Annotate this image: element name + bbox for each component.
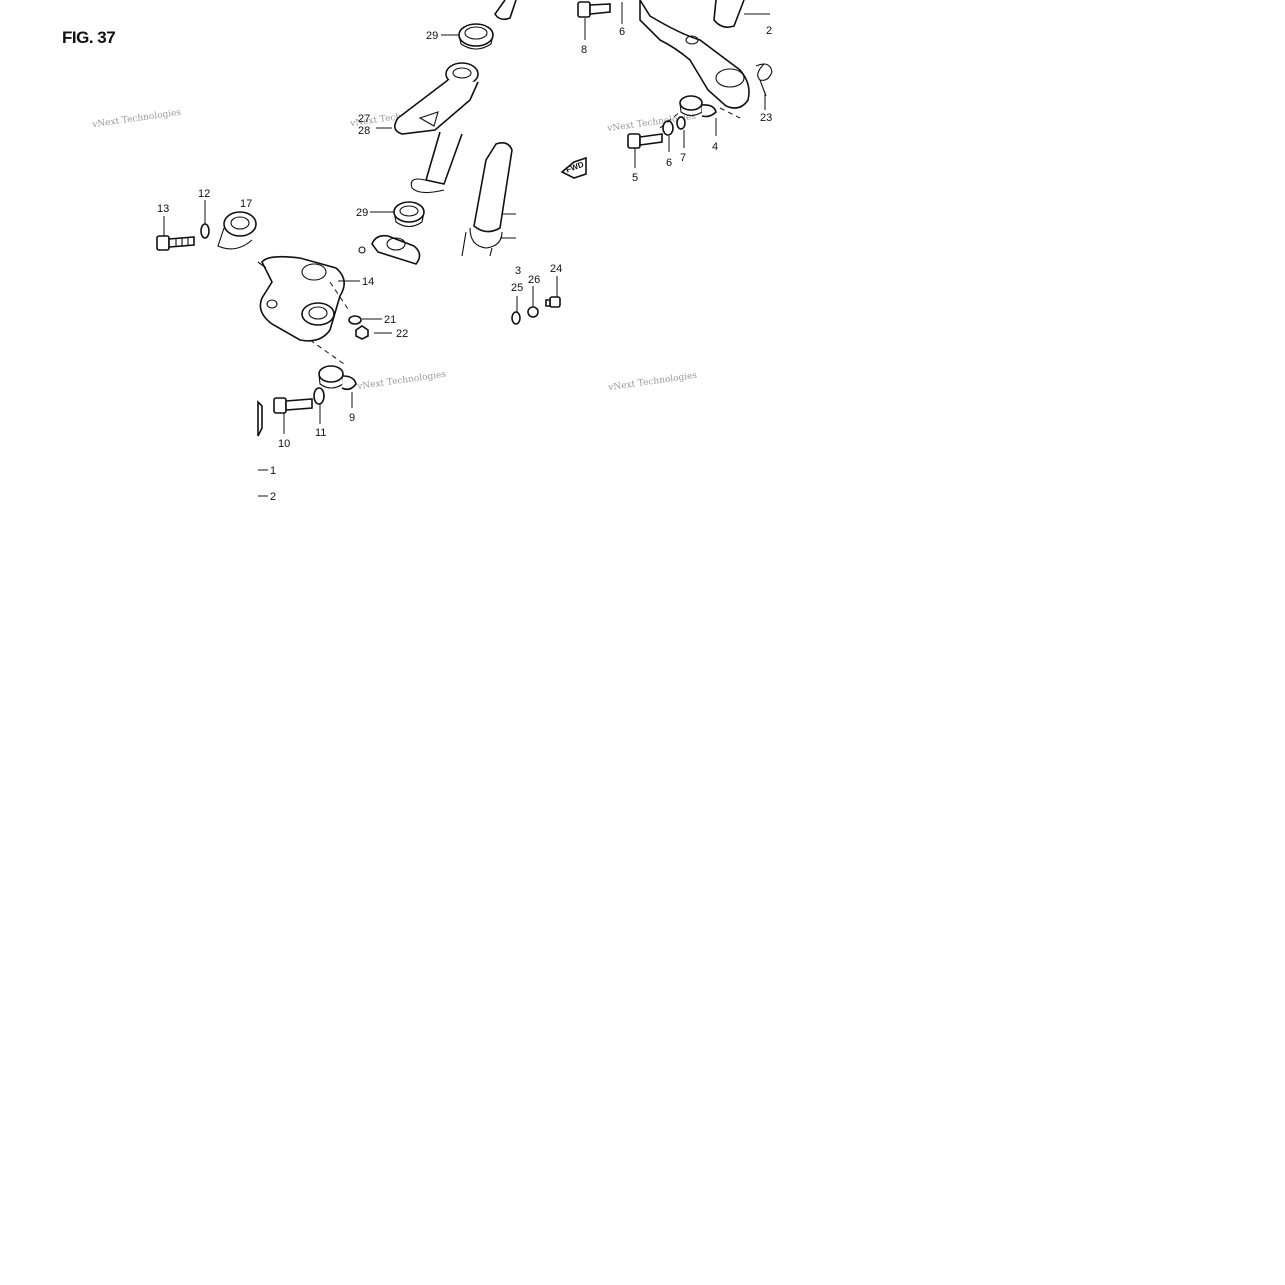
callout-1: 1 (270, 465, 276, 477)
nut-22 (355, 325, 369, 340)
callout-28: 28 (358, 125, 370, 137)
figure-title: FIG. 37 (62, 28, 116, 47)
washer-21 (348, 315, 362, 325)
bolt-13 (156, 235, 195, 251)
fwd-arrow (560, 156, 587, 179)
callout-14: 14 (362, 276, 374, 288)
callout-25: 25 (511, 282, 523, 294)
bolt-10 (273, 397, 313, 414)
callout-23: 23 (760, 112, 772, 124)
callout-29-middle: 29 (356, 207, 368, 219)
callout-26: 26 (528, 274, 540, 286)
washer-11 (313, 387, 325, 405)
callout-21: 21 (384, 314, 396, 326)
bolt-8 (577, 1, 611, 18)
oil-seal-middle (393, 201, 425, 228)
washer-6 (662, 120, 674, 136)
washer-7 (676, 116, 686, 130)
callout-3: 3 (515, 265, 521, 277)
callout-5: 5 (632, 172, 638, 184)
bolt-5 (627, 133, 663, 149)
lower-clamp-small (358, 234, 421, 265)
washer-12 (200, 223, 210, 239)
lower-bracket (257, 255, 345, 342)
callout-9: 9 (349, 412, 355, 424)
callout-17: 17 (240, 198, 252, 210)
callout-labels: 29 29 8 6 2 23 4 7 6 5 27 28 13 12 17 14… (157, 25, 772, 503)
callout-22: 22 (396, 328, 408, 340)
callout-12: 12 (198, 188, 210, 200)
steering-stem (461, 142, 516, 257)
callout-10: 10 (278, 438, 290, 450)
washer-25 (511, 311, 521, 325)
upper-bracket-right (639, 0, 773, 109)
callout-11: 11 (315, 427, 326, 439)
callout-8: 8 (581, 44, 587, 56)
callout-6-right: 6 (666, 157, 672, 169)
oil-seal-top (458, 23, 494, 50)
callout-27: 27 (358, 113, 370, 125)
callout-13: 13 (157, 203, 169, 215)
callout-24: 24 (550, 263, 562, 275)
callout-7: 7 (680, 152, 686, 164)
fork-bracket (394, 0, 517, 194)
clamp-9 (318, 365, 357, 391)
partial-part-left (257, 400, 263, 437)
washer-26 (527, 306, 539, 318)
callout-6-top: 6 (619, 26, 625, 38)
screw-24 (545, 296, 561, 308)
leader-lines (163, 2, 766, 497)
clamp-17 (217, 211, 257, 250)
callout-29-top: 29 (426, 30, 438, 42)
callout-2-bottom: 2 (270, 491, 276, 503)
callout-2: 2 (766, 25, 772, 37)
callout-4: 4 (712, 141, 718, 153)
clamp-4 (679, 95, 717, 118)
